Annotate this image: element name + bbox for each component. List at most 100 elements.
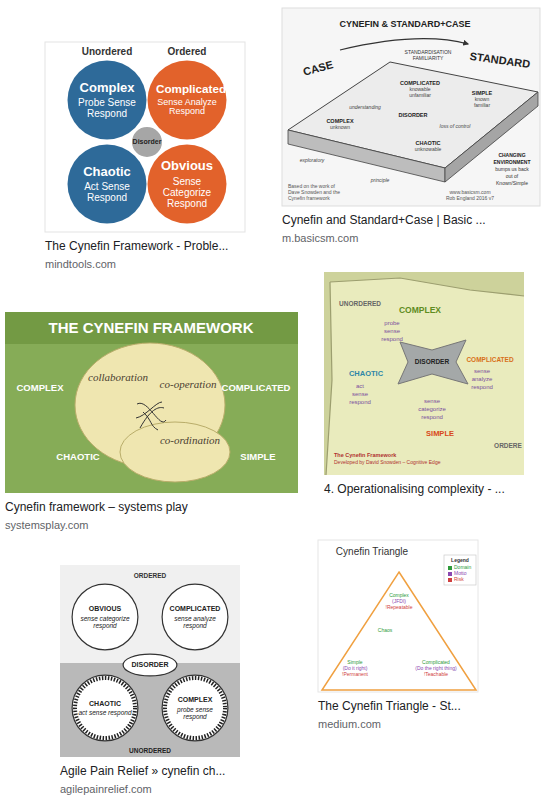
image-label: respond bbox=[381, 336, 403, 343]
domain-text: OBVIOUS sense categorize respond bbox=[71, 583, 139, 651]
domain-text: DISORDER bbox=[122, 653, 178, 677]
legend: DomainMottoRisk bbox=[448, 565, 471, 583]
image-label: COMPLEX bbox=[326, 118, 353, 124]
image-label: Dave Snowden and the bbox=[288, 190, 340, 196]
image-label: Known/Simple bbox=[496, 181, 528, 187]
image-label: The Cynefin Framework bbox=[334, 452, 396, 458]
image-label: ORDERE bbox=[494, 442, 522, 449]
domain-text: COMPLICATED sense analyze respond bbox=[161, 583, 229, 651]
result-title: 4. Operationalising complexity - ... bbox=[324, 483, 505, 496]
domain-heading: Obvious bbox=[161, 159, 213, 173]
domain-actions: probe sense respond bbox=[166, 706, 224, 720]
domain-actions: Probe Sense Respond bbox=[76, 97, 138, 119]
image-label: COMPLICATED bbox=[400, 80, 440, 86]
domain-heading: Disorder bbox=[133, 138, 162, 146]
domain-actions: Act Sense Respond bbox=[76, 181, 138, 203]
image-label: bumps us back bbox=[495, 167, 529, 173]
domain-text: ComplicatedSense Analyze Respond bbox=[147, 60, 227, 140]
disorder-ellipse: DISORDER bbox=[122, 653, 178, 677]
image-label: knowable bbox=[409, 87, 430, 93]
image-label: out of bbox=[506, 174, 519, 180]
domain-actions: sense categorize respond bbox=[76, 615, 134, 629]
domain-text: ObviousSense Categorize Respond bbox=[147, 144, 227, 224]
image-label: COMPLEX bbox=[17, 383, 64, 393]
domain-fill bbox=[72, 584, 138, 650]
domain-heading: CHAOTIC bbox=[89, 700, 121, 708]
image-label: SIMPLE bbox=[426, 430, 454, 438]
legend-text: Motto bbox=[454, 571, 467, 577]
domain-fill bbox=[72, 675, 138, 741]
image-label: respond bbox=[421, 414, 443, 421]
domain-circle: Disorder bbox=[130, 125, 164, 159]
image-label: unknown bbox=[330, 125, 350, 131]
image-label: STANDARDISATION bbox=[405, 50, 452, 56]
domain-circle: OBVIOUS sense categorize respond bbox=[71, 583, 139, 651]
domain-fill bbox=[68, 61, 147, 140]
domain-heading: COMPLICATED bbox=[170, 605, 221, 613]
domain-circle: CHAOTICact sense respond bbox=[71, 674, 139, 742]
domain-fill bbox=[162, 584, 228, 650]
image-label: collaboration bbox=[88, 371, 148, 383]
domain-text: Disorder bbox=[130, 125, 164, 159]
image-label: Unordered bbox=[82, 46, 133, 57]
domain-fill bbox=[131, 126, 163, 158]
image-label: Simple bbox=[347, 660, 362, 666]
cynefin-triangle bbox=[318, 540, 478, 692]
result-thumbnail: Cynefin framework – systems playsystemsp… bbox=[5, 312, 298, 493]
image-label: Rob England 2016 v7 bbox=[446, 196, 494, 202]
domain-fill bbox=[68, 145, 147, 224]
image-label: THE CYNEFIN FRAMEWORK bbox=[49, 320, 254, 337]
image-label: CASE bbox=[302, 58, 335, 78]
domain-actions: Sense Analyze Respond bbox=[156, 98, 218, 118]
image-label: FAMILIARITY bbox=[413, 56, 444, 62]
image-label: www.basicsm.com bbox=[449, 190, 490, 196]
image-label: unfamiliar bbox=[409, 93, 431, 99]
image-label: STANDARD bbox=[469, 50, 531, 70]
domain-actions: sense analyze respond bbox=[166, 615, 224, 629]
image-label: Complicated bbox=[422, 660, 450, 666]
systems-play-blob bbox=[5, 312, 298, 493]
image-label: Cynefin Triangle bbox=[336, 546, 408, 557]
result-site: systemsplay.com bbox=[5, 519, 89, 531]
image-label: (Do it right) bbox=[343, 666, 368, 672]
image-label: CHAOTIC bbox=[415, 140, 440, 146]
image-label: act bbox=[356, 383, 364, 390]
image-label: CHANGING bbox=[498, 153, 525, 159]
domain-fill bbox=[148, 145, 227, 224]
image-label: !Repeatable bbox=[386, 605, 413, 611]
domain-heading: OBVIOUS bbox=[89, 605, 121, 613]
image-label: ORDERED bbox=[134, 572, 167, 579]
image-label: COMPLICATED bbox=[222, 383, 291, 393]
image-label: ENVIRONMENT bbox=[494, 160, 531, 166]
legend-swatch bbox=[448, 572, 452, 576]
image-label: (Do the right thing) bbox=[415, 666, 456, 672]
domain-text: ComplexProbe Sense Respond bbox=[67, 60, 147, 140]
image-label: UNORDERED bbox=[129, 747, 171, 754]
domain-fill bbox=[148, 61, 227, 140]
result-title: The Cynefin Triangle - St... bbox=[318, 700, 461, 713]
image-label: Complex bbox=[389, 593, 409, 599]
result-site: mindtools.com bbox=[45, 258, 116, 270]
image-label: COMPLEX bbox=[399, 306, 441, 315]
image-label: DISORDER bbox=[415, 358, 449, 365]
image-label: SIMPLE bbox=[240, 452, 275, 462]
result-thumbnail: Agile Pain Relief » cynefin ch...agilepa… bbox=[60, 565, 240, 757]
legend-text: Domain bbox=[454, 565, 471, 571]
result-title: Cynefin and Standard+Case | Basic ... bbox=[282, 214, 486, 227]
result-title: The Cynefin Framework - Proble... bbox=[45, 240, 228, 253]
image-label: Developed by David Snowden – Cognitive E… bbox=[334, 460, 440, 466]
domain-heading: DISORDER bbox=[132, 661, 169, 669]
domain-outline bbox=[71, 674, 139, 742]
result-thumbnail: The Cynefin Framework - Proble...mindtoo… bbox=[45, 42, 245, 232]
agile-ground bbox=[60, 565, 240, 757]
domain-actions: act sense respond bbox=[78, 709, 131, 716]
image-label: CHAOTIC bbox=[56, 452, 99, 462]
image-label: CYNEFIN & STANDARD+CASE bbox=[339, 20, 470, 30]
thumbnail-ground bbox=[45, 42, 245, 232]
image-label: Based on the work of bbox=[288, 184, 335, 190]
domain-heading: Chaotic bbox=[83, 165, 131, 179]
domain-fill bbox=[123, 654, 177, 676]
image-label: familiar bbox=[474, 103, 490, 109]
standard-case-block bbox=[282, 8, 540, 206]
image-label: exploratory bbox=[300, 158, 325, 164]
